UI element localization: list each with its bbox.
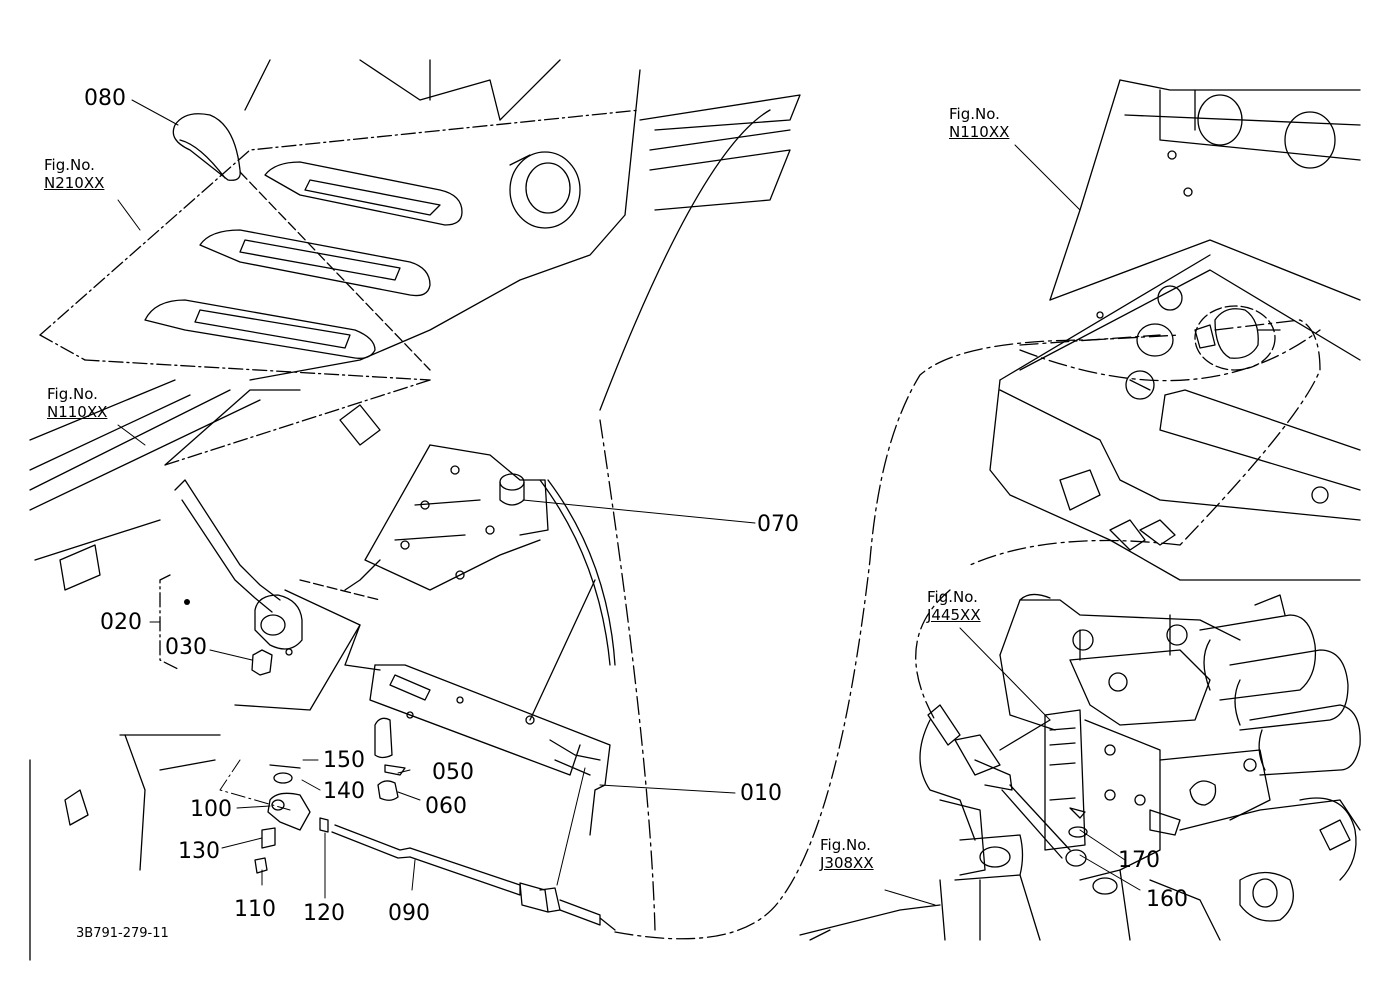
part-label-100: 100 xyxy=(190,797,232,822)
fig-ref-n110xx-right: Fig.No. N110XX xyxy=(949,105,1009,141)
dash-panel-body xyxy=(244,59,801,411)
part-label-030: 030 xyxy=(165,635,207,660)
arm-010 xyxy=(369,579,611,836)
dash-panel-outline xyxy=(39,109,641,466)
fig-ref-number: N210XX xyxy=(44,174,105,192)
engine-top xyxy=(989,79,1361,581)
part-label-080: 080 xyxy=(84,86,126,111)
cable-end-right xyxy=(927,704,1088,867)
lever-knob-080 xyxy=(172,113,431,371)
part-label-090: 090 xyxy=(388,901,430,926)
lever-020 xyxy=(159,479,381,711)
cable-090 xyxy=(319,817,616,931)
part-label-020: 020 xyxy=(100,610,142,635)
leader-lines-right xyxy=(884,144,1141,906)
part-label-150: 150 xyxy=(323,748,365,773)
pin-050-060 xyxy=(377,764,406,801)
clevis-100 xyxy=(254,764,311,874)
part-label-170: 170 xyxy=(1118,848,1160,873)
fig-ref-j308xx: Fig.No. J308XX xyxy=(820,836,874,872)
engine-bottom xyxy=(799,719,1361,941)
curved-rod xyxy=(539,479,616,666)
bracket-plate xyxy=(299,444,549,601)
fig-ref-number: J445XX xyxy=(927,606,981,624)
fig-ref-prefix: Fig.No. xyxy=(949,105,1000,123)
bolt-070 xyxy=(499,473,525,506)
fig-ref-prefix: Fig.No. xyxy=(44,156,95,174)
panel-slots xyxy=(144,151,581,359)
fig-ref-n110xx-left: Fig.No. N110XX xyxy=(47,385,107,421)
fig-ref-prefix: Fig.No. xyxy=(820,836,871,854)
cable-route-dashed xyxy=(599,319,1321,940)
fig-ref-prefix: Fig.No. xyxy=(927,588,978,606)
fig-ref-number: N110XX xyxy=(949,123,1010,141)
drawing-number: 3B791-279-11 xyxy=(76,926,169,941)
fig-ref-number: N110XX xyxy=(47,403,108,421)
part-label-160: 160 xyxy=(1146,887,1188,912)
part-label-120: 120 xyxy=(303,901,345,926)
fig-ref-number: J308XX xyxy=(820,854,874,872)
part-label-130: 130 xyxy=(178,839,220,864)
valve-cylinders xyxy=(1199,594,1361,776)
part-label-010: 010 xyxy=(740,781,782,806)
part-label-140: 140 xyxy=(323,779,365,804)
left-frame xyxy=(29,379,381,961)
fig-ref-prefix: Fig.No. xyxy=(47,385,98,403)
part-label-070: 070 xyxy=(757,512,799,537)
part-label-110: 110 xyxy=(234,897,276,922)
fig-ref-n210xx: Fig.No. N210XX xyxy=(44,156,104,192)
valve-block xyxy=(999,593,1271,871)
part-label-050: 050 xyxy=(432,760,474,785)
leader-lines xyxy=(117,99,756,899)
leader-dots xyxy=(184,599,190,605)
fig-ref-j445xx: Fig.No. J445XX xyxy=(927,588,981,624)
part-label-060: 060 xyxy=(425,794,467,819)
